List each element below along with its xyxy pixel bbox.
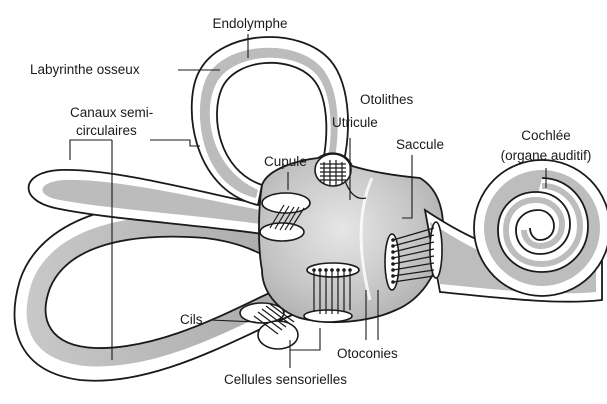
label-canaux-line1: Canaux semi- — [70, 105, 153, 120]
label-cils: Cils — [180, 312, 203, 327]
label-otolithes: Otolithes — [360, 92, 414, 107]
label-utricule: Utricule — [332, 115, 378, 130]
label-cupule: Cupule — [264, 154, 307, 169]
label-cochlee: Cochlée — [521, 128, 571, 143]
label-organe-auditif: (organe auditif) — [501, 148, 592, 163]
label-endolymphe: Endolymphe — [212, 16, 287, 31]
ampulla-hair-upper — [315, 154, 351, 186]
label-labyrinthe-osseux: Labyrinthe osseux — [30, 62, 140, 77]
label-cellules-sensorielles: Cellules sensorielles — [224, 372, 347, 387]
label-otoconies: Otoconies — [337, 346, 398, 361]
label-canaux-line2: circulaires — [76, 123, 137, 138]
cochlea — [425, 160, 607, 302]
label-saccule: Saccule — [396, 137, 444, 152]
